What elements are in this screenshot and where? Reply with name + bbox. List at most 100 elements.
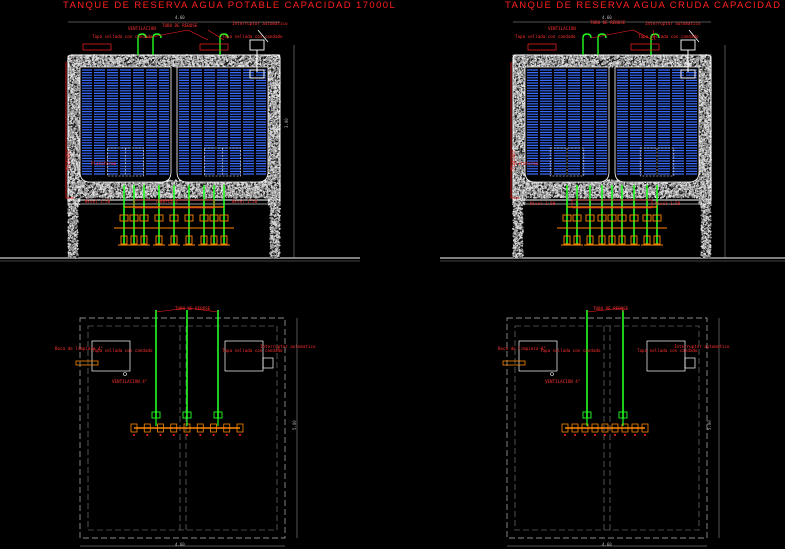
gravel-dot [260, 56, 262, 58]
gravel-dot [146, 56, 149, 59]
gravel-dot [68, 116, 70, 118]
gravel-dot [73, 108, 75, 110]
gravel-dot [156, 64, 159, 67]
gravel-dot [171, 59, 173, 61]
gravel-dot [217, 59, 220, 62]
gravel-dot [252, 58, 255, 60]
gravel-dot [193, 65, 195, 67]
gravel-dot [277, 141, 280, 144]
gravel-dot [72, 130, 74, 132]
gravel-dot [77, 89, 80, 92]
gravel-dot [211, 57, 214, 60]
gravel-dot [197, 62, 199, 64]
gravel-dot [99, 62, 101, 64]
gravel-dot [184, 61, 187, 64]
gravel-dot [95, 55, 98, 58]
gravel-dot [273, 130, 275, 132]
gravel-dot [70, 141, 73, 143]
gravel-dot [69, 56, 71, 59]
gravel-dot [85, 63, 87, 65]
gravel-dot [277, 151, 279, 153]
gravel-dot [164, 61, 166, 63]
gravel-dot [168, 58, 170, 61]
gravel-dot [75, 128, 77, 130]
gravel-dot [71, 63, 74, 66]
gravel-dot [77, 172, 80, 175]
gravel-dot [72, 77, 74, 79]
gravel-dot [76, 172, 78, 174]
gravel-dot [134, 58, 136, 61]
gravel-dot [188, 58, 191, 61]
gravel-dot [220, 61, 223, 64]
gravel-dot [269, 150, 272, 152]
gravel-dot [119, 57, 122, 59]
gravel-dot [71, 176, 73, 178]
gravel-dot [147, 59, 149, 62]
gravel-dot [141, 65, 143, 67]
gravel-dot [153, 63, 155, 65]
gravel-dot [101, 64, 103, 66]
gravel-dot [191, 63, 194, 65]
gravel-dot [132, 58, 134, 60]
gravel-dot [198, 57, 200, 59]
gravel-dot [116, 60, 118, 63]
gravel-dot [225, 62, 227, 64]
gravel-dot [243, 57, 245, 59]
gravel-dot [129, 58, 131, 60]
gravel-dot [250, 65, 252, 67]
gravel-dot [271, 60, 273, 62]
gravel-dot [156, 60, 158, 62]
gravel-dot [70, 92, 73, 94]
gravel-dot [74, 77, 77, 80]
gravel-dot [97, 64, 100, 66]
gravel-dot [262, 60, 265, 62]
gravel-dot [76, 150, 79, 153]
gravel-dot [73, 160, 75, 163]
gravel-dot [73, 59, 76, 62]
gravel-dot [76, 159, 78, 162]
gravel-dot [200, 64, 202, 66]
gravel-dot [78, 154, 80, 157]
gravel-dot [143, 59, 145, 62]
gravel-dot [222, 65, 224, 67]
gravel-dot [78, 176, 80, 178]
gravel-dot [74, 166, 76, 167]
gravel-dot [277, 117, 279, 119]
gravel-dot [75, 125, 77, 127]
gravel-dot [71, 83, 74, 85]
gravel-dot [78, 134, 80, 136]
gravel-dot [137, 57, 139, 59]
gravel-dot [120, 63, 122, 66]
gravel-dot [69, 82, 71, 84]
gravel-dot [85, 60, 87, 63]
gravel-dot [139, 55, 141, 57]
gravel-dot [184, 56, 186, 58]
gravel-dot [98, 60, 100, 62]
gravel-dot [75, 67, 77, 69]
gravel-dot [73, 156, 75, 158]
gravel-dot [74, 174, 76, 177]
gravel-dot [228, 58, 231, 60]
gravel-dot [105, 55, 108, 58]
gravel-dot [69, 114, 71, 116]
gravel-dot [251, 59, 253, 61]
gravel-dot [73, 86, 76, 89]
gravel-dot [97, 57, 100, 60]
gravel-dot [75, 173, 77, 175]
gravel-dot [275, 161, 278, 163]
gravel-dot [72, 103, 74, 105]
gravel-dot [246, 56, 248, 58]
gravel-dot [157, 61, 159, 63]
gravel-dot [73, 132, 75, 134]
gravel-dot [271, 147, 273, 149]
gravel-dot [246, 59, 248, 61]
gravel-dot [138, 56, 140, 58]
gravel-dot [72, 70, 75, 73]
gravel-dot [241, 63, 244, 65]
gravel-dot [273, 144, 275, 146]
gravel-dot [147, 65, 149, 67]
gravel-dot [154, 60, 156, 62]
gravel-dot [207, 56, 210, 58]
gravel-dot [69, 86, 71, 87]
gravel-dot [238, 55, 240, 58]
